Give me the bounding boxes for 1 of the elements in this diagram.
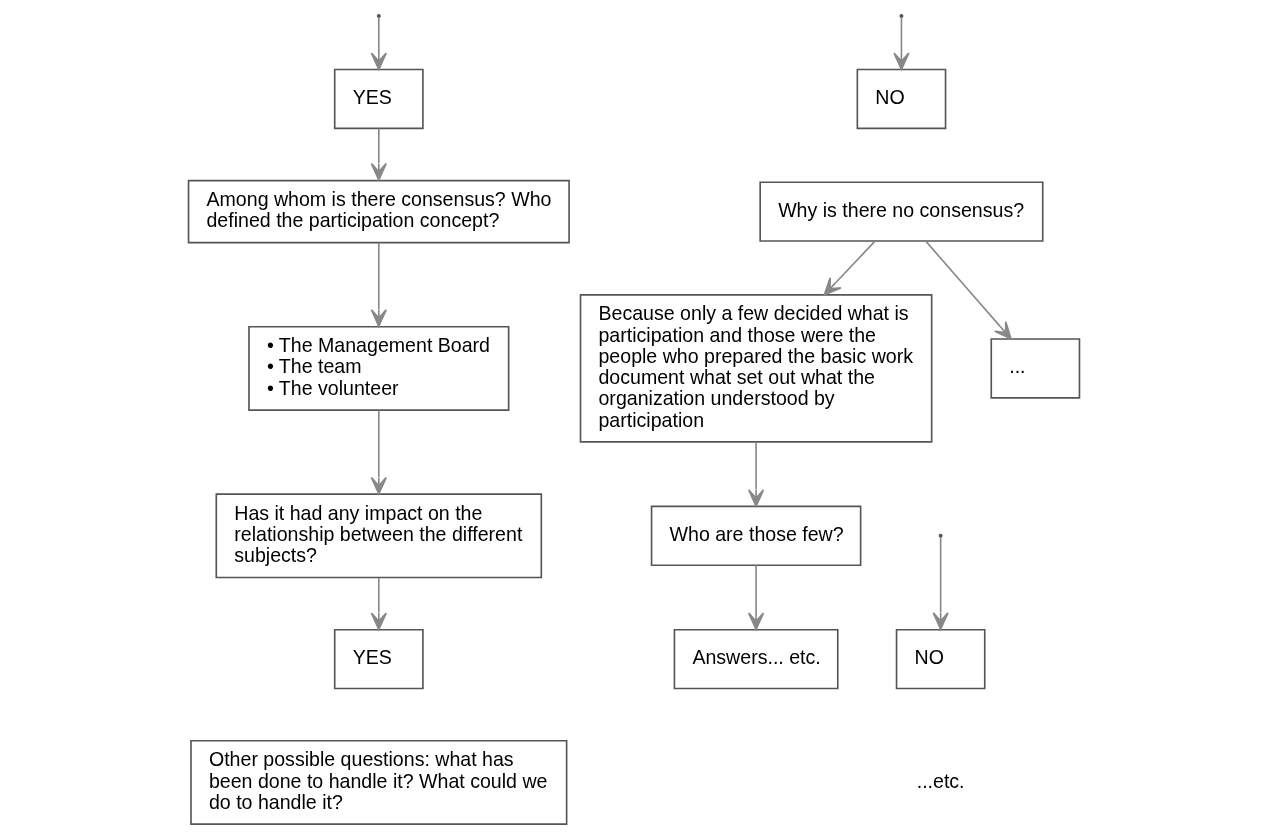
label: ...etc.	[916, 769, 965, 792]
